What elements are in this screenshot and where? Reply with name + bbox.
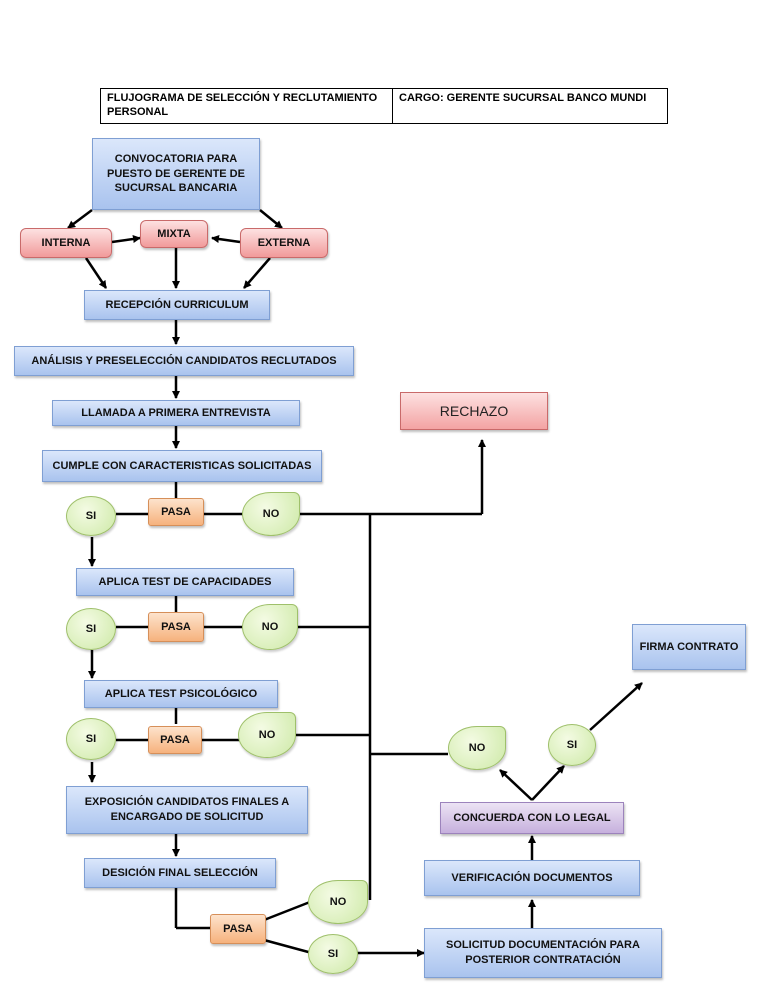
pasa-4-box: PASA: [210, 914, 266, 944]
pasa-2-box: PASA: [148, 612, 204, 642]
interna-box: INTERNA: [20, 228, 112, 258]
rechazo-box: RECHAZO: [400, 392, 548, 430]
test-capacidades-box: APLICA TEST DE CAPACIDADES: [76, 568, 294, 596]
si-legal-circle: SI: [548, 724, 596, 766]
verificacion-box: VERIFICACIÓN DOCUMENTOS: [424, 860, 640, 896]
desicion-box: DESICIÓN FINAL SELECCIÓN: [84, 858, 276, 888]
header-table: FLUJOGRAMA DE SELECCIÓN Y RECLUTAMIENTO …: [100, 88, 668, 124]
no-legal-shape: NO: [448, 726, 506, 770]
concuerda-box: CONCUERDA CON LO LEGAL: [440, 802, 624, 834]
header-cargo: CARGO: GERENTE SUCURSAL BANCO MUNDI: [399, 92, 647, 104]
solicitud-doc-box: SOLICITUD DOCUMENTACIÓN PARA POSTERIOR C…: [424, 928, 662, 978]
externa-box: EXTERNA: [240, 228, 328, 258]
pasa-3-box: PASA: [148, 726, 202, 754]
convocatoria-box: CONVOCATORIA PARA PUESTO DE GERENTE DE S…: [92, 138, 260, 210]
test-psicologico-box: APLICA TEST PSICOLÓGICO: [84, 680, 278, 708]
recepcion-box: RECEPCIÓN CURRICULUM: [84, 290, 270, 320]
header-title: FLUJOGRAMA DE SELECCIÓN Y RECLUTAMIENTO …: [101, 89, 393, 123]
no-3-shape: NO: [238, 712, 296, 758]
llamada-box: LLAMADA A PRIMERA ENTREVISTA: [52, 400, 300, 426]
analisis-box: ANÁLISIS Y PRESELECCIÓN CANDIDATOS RECLU…: [14, 346, 354, 376]
pasa-1-box: PASA: [148, 498, 204, 526]
exposicion-box: EXPOSICIÓN CANDIDATOS FINALES A ENCARGAD…: [66, 786, 308, 834]
cumple-box: CUMPLE CON CARACTERISTICAS SOLICITADAS: [42, 450, 322, 482]
si-4-circle: SI: [308, 934, 358, 974]
si-1-circle: SI: [66, 496, 116, 536]
no-1-shape: NO: [242, 492, 300, 536]
no-2-shape: NO: [242, 604, 298, 650]
mixta-box: MIXTA: [140, 220, 208, 248]
si-3-circle: SI: [66, 718, 116, 760]
no-4-shape: NO: [308, 880, 368, 924]
si-2-circle: SI: [66, 608, 116, 650]
firma-contrato-box: FIRMA CONTRATO: [632, 624, 746, 670]
